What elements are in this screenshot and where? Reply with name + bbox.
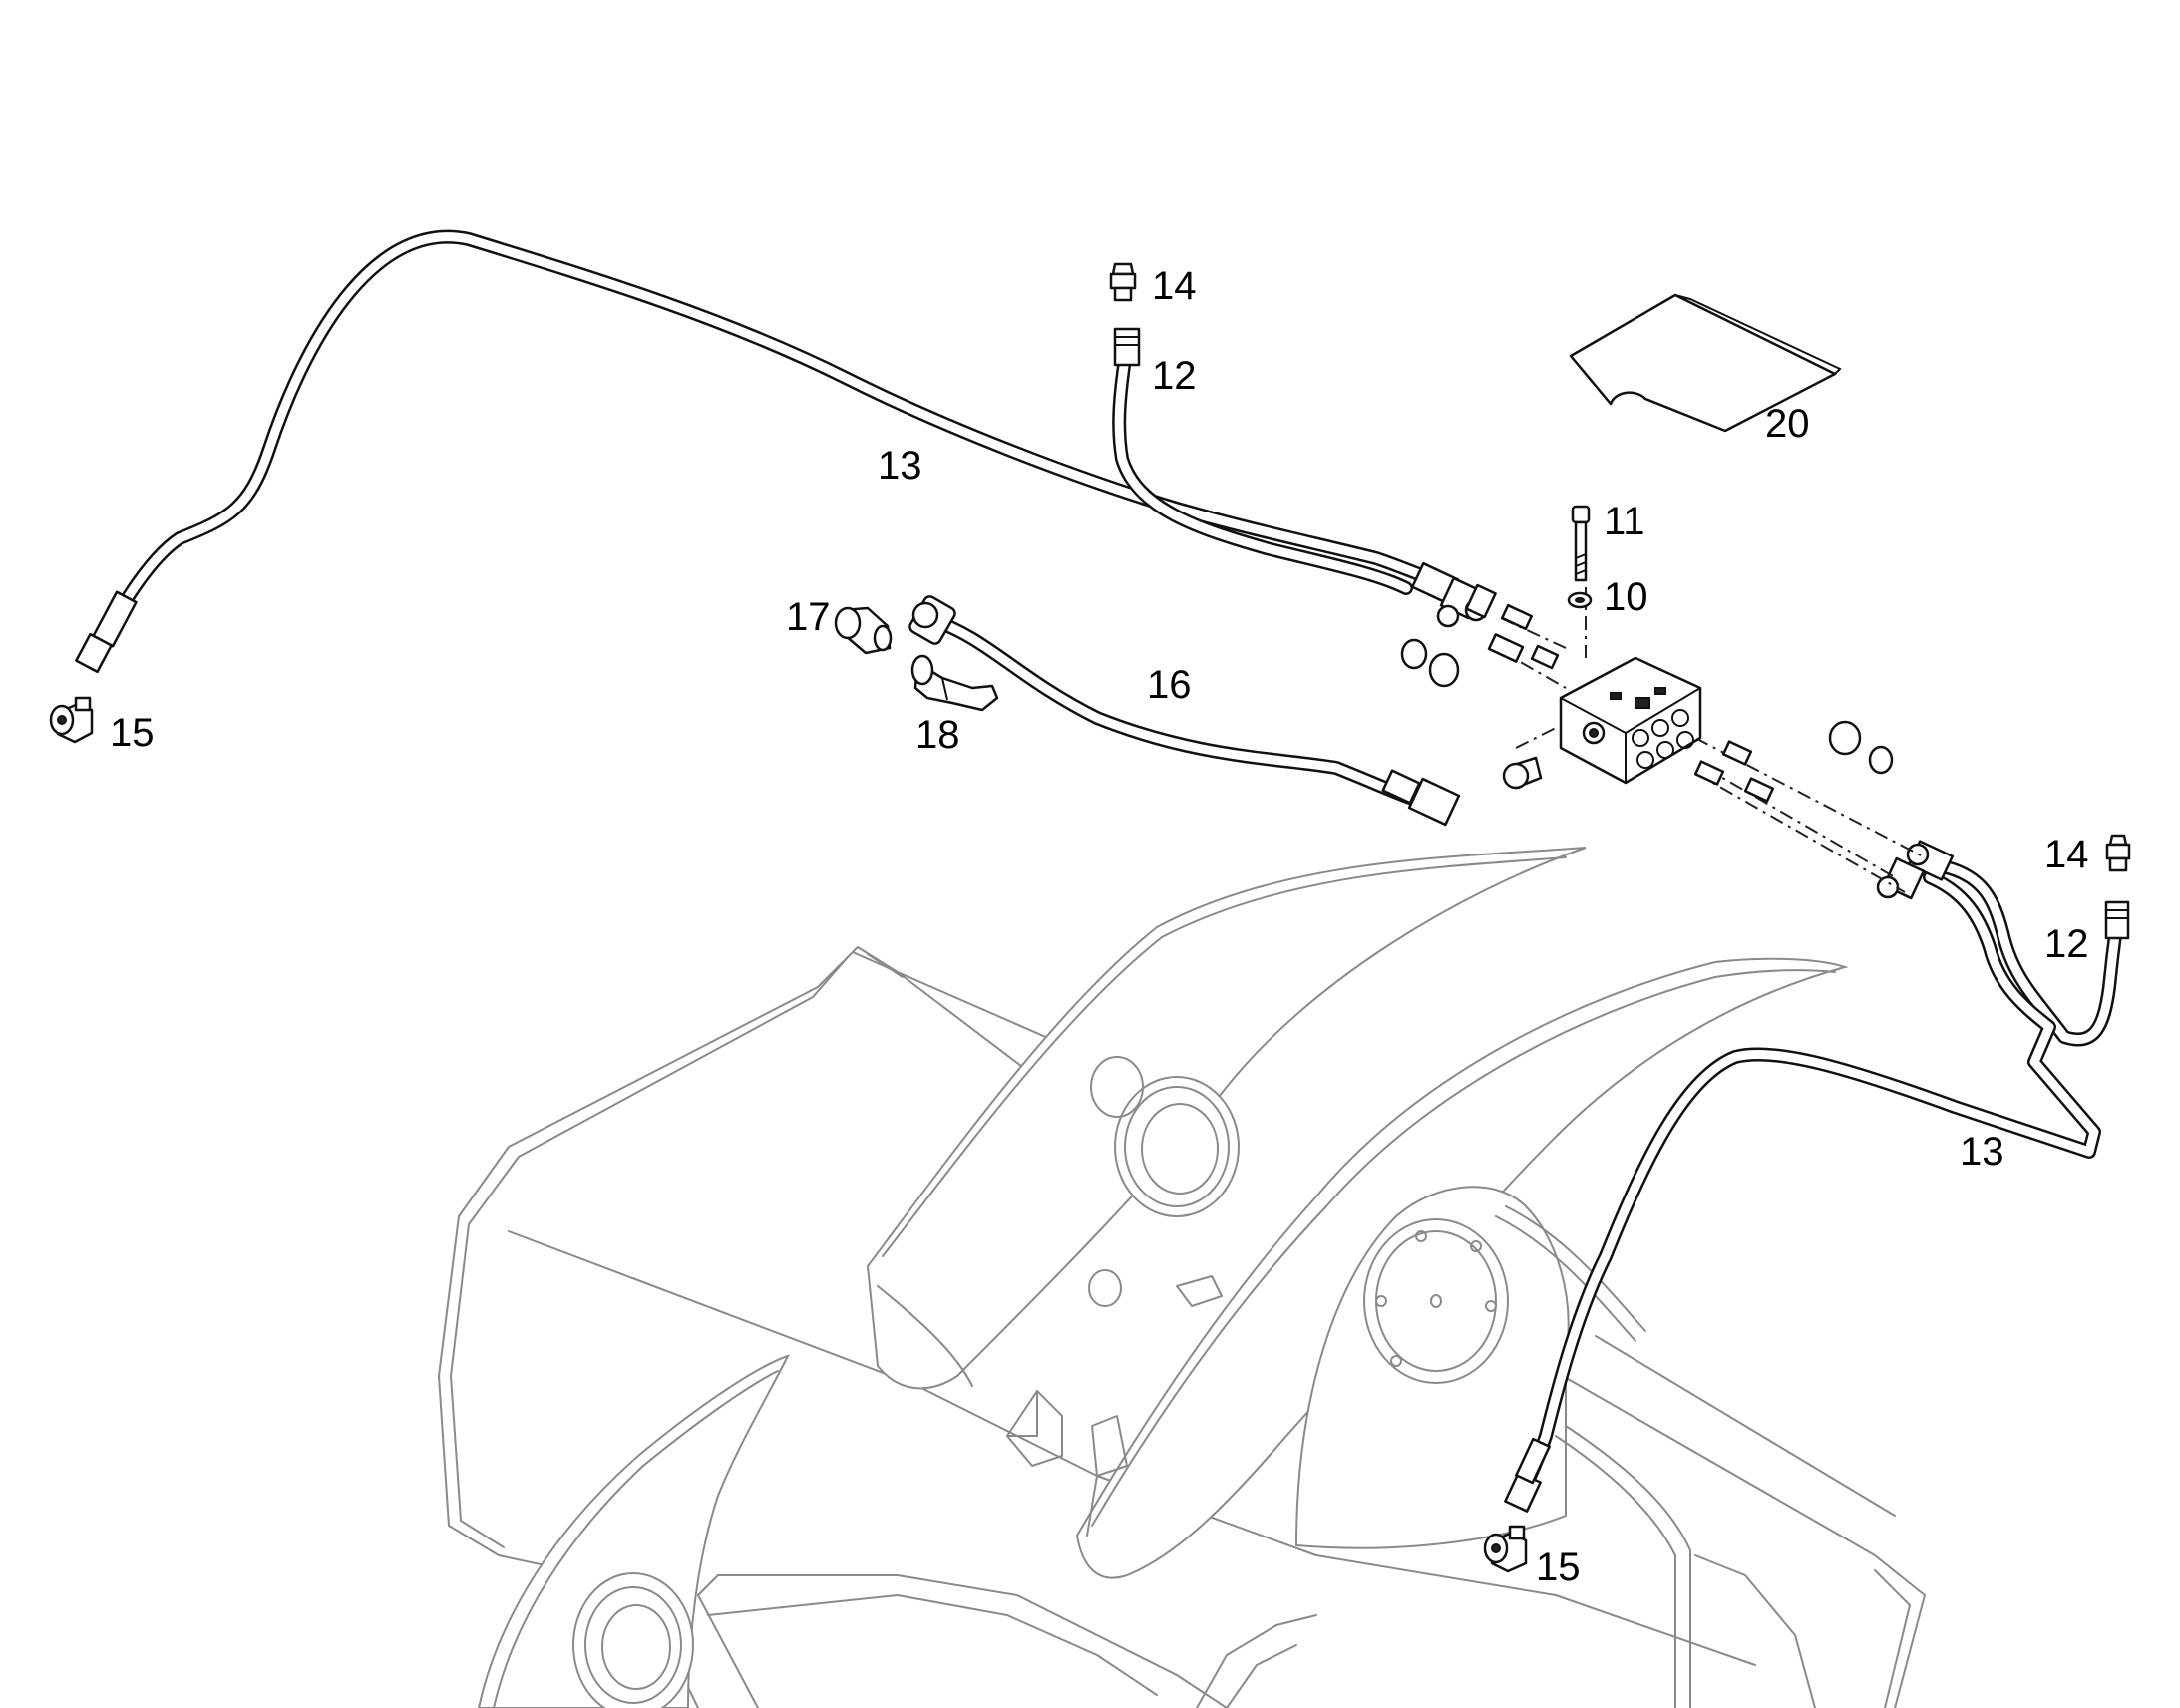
hose-13-upper-left — [93, 229, 1453, 653]
callout-11: 11 — [1604, 500, 1645, 543]
callout-10: 10 — [1604, 575, 1648, 619]
grease-nipple-icon — [2105, 834, 2131, 872]
callout-15: 15 — [1536, 1545, 1581, 1589]
grease-nipple-icon — [1109, 262, 1137, 302]
fitting-icon — [834, 606, 893, 655]
callout-13: 13 — [1960, 1130, 2004, 1174]
angle-fitting-icon — [49, 696, 94, 744]
callout-13: 13 — [878, 444, 922, 488]
angle-fitting-icon — [1483, 1525, 1528, 1573]
callout-18: 18 — [915, 713, 960, 757]
callouts: 15 13 14 12 20 11 10 17 16 18 14 12 13 1… — [110, 264, 2089, 1589]
washer-icon — [1567, 591, 1593, 609]
callout-15: 15 — [110, 711, 155, 755]
distribution-block — [1559, 656, 1702, 785]
elbow-fitting-icon — [910, 654, 999, 712]
callout-14: 14 — [1152, 264, 1197, 308]
hose-16 — [925, 613, 1433, 810]
bolt-icon — [1571, 505, 1591, 582]
hose-12-upper — [1112, 352, 1413, 595]
callout-14: 14 — [2044, 833, 2089, 876]
upper-hose-fittings — [1411, 561, 1497, 628]
callout-12: 12 — [1152, 354, 1197, 398]
cover-plate-icon — [1569, 293, 1842, 433]
hose-13-lower — [1514, 870, 2101, 1503]
callout-17: 17 — [786, 595, 831, 639]
hose-12-lower — [1940, 860, 2123, 1047]
hose-end-fitting — [75, 327, 2130, 1513]
callout-12: 12 — [2044, 922, 2089, 966]
small-fittings — [1400, 603, 1894, 803]
lower-hose-fittings — [1876, 840, 1955, 900]
bucket-background — [438, 847, 1926, 1708]
callout-16: 16 — [1147, 663, 1192, 707]
callout-20: 20 — [1765, 402, 1810, 446]
